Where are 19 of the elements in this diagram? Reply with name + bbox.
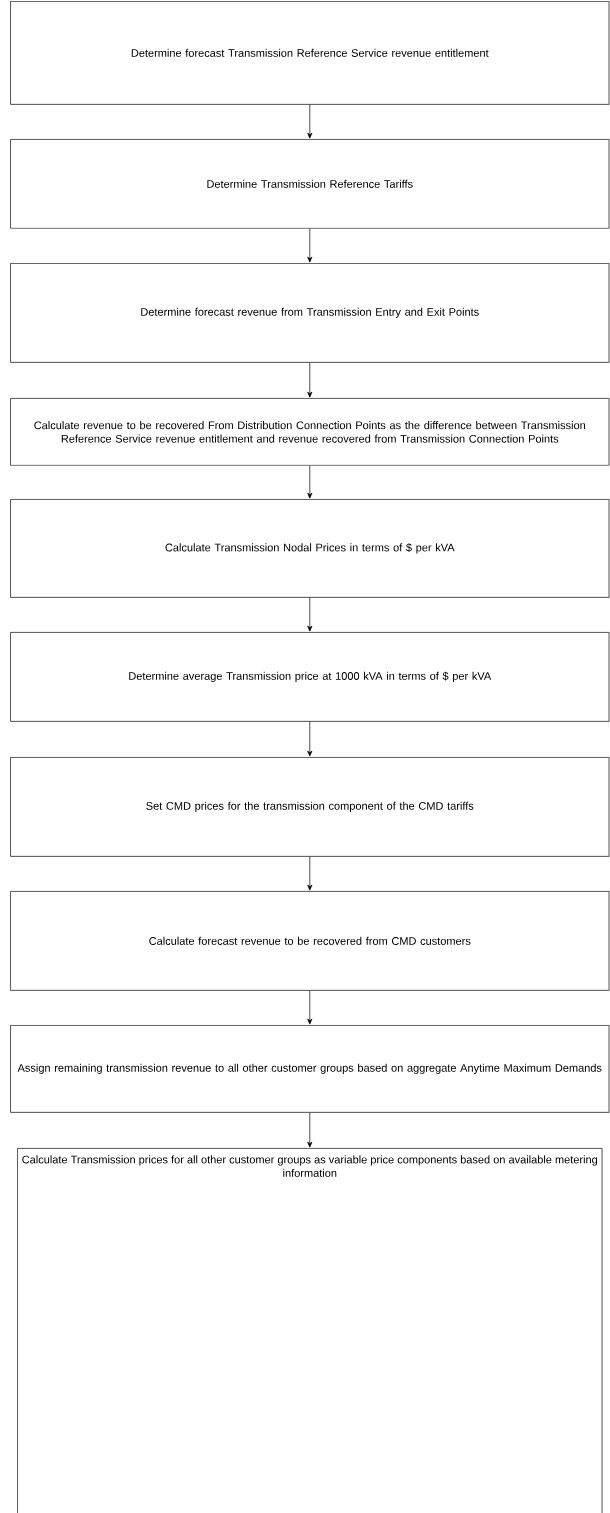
process-box: Calculate forecast revenue to be recovered from CMD customers	[10, 891, 610, 991]
process-box: Calculate Transmission prices for all other customer groups as variable price components based on available metering information	[17, 1148, 603, 1513]
arrow	[307, 465, 313, 499]
arrow	[307, 1112, 313, 1148]
process-box: Calculate revenue to be recovered From Distribution Connection Points as the difference between Transmission Reference Service revenue entitlement and revenue recovered from Transmission Connection Points	[10, 398, 610, 466]
arrow	[307, 104, 313, 139]
process-box: Determine forecast Transmission Reference Service revenue entitlement	[10, 1, 610, 105]
process-box: Determine forecast revenue from Transmission Entry and Exit Points	[10, 263, 610, 363]
arrow	[307, 597, 313, 632]
arrow	[307, 856, 313, 891]
process-box: Assign remaining transmission revenue to all other customer groups based on aggregate Anytime Maximum Demands	[10, 1025, 610, 1113]
arrow	[307, 721, 313, 757]
arrow	[307, 228, 313, 263]
arrow	[307, 362, 313, 398]
process-box: Set CMD prices for the transmission component of the CMD tariffs	[10, 757, 610, 857]
process-box: Determine Transmission Reference Tariffs	[10, 139, 610, 229]
process-box: Determine average Transmission price at 1000 kVA in terms of $ per kVA	[10, 632, 610, 722]
process-box: Calculate Transmission Nodal Prices in terms of $ per kVA	[10, 499, 610, 598]
arrow	[307, 990, 313, 1025]
